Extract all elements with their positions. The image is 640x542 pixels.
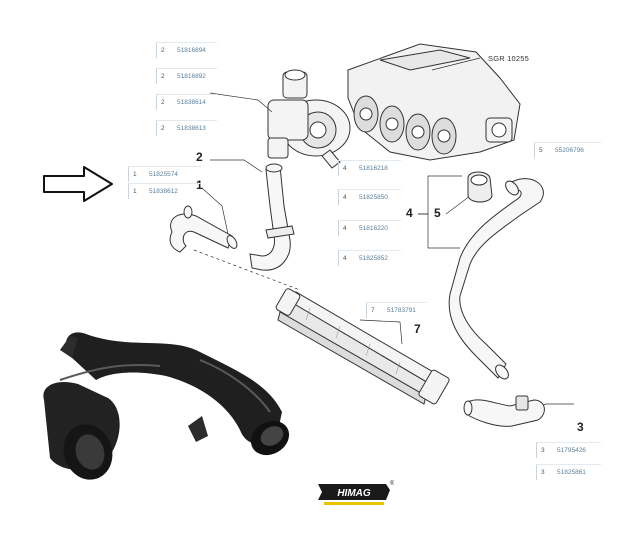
brand-logo: HIMAG ® <box>318 480 394 505</box>
clamp-5-drawing <box>467 171 493 203</box>
part-ref-row[interactable]: 5 55206796 <box>534 142 601 158</box>
part-qty: 3 <box>541 447 545 454</box>
part-qty: 2 <box>161 47 165 54</box>
part-number: 51816892 <box>177 73 206 80</box>
part-ref-row[interactable]: 1 51825574 <box>128 166 201 182</box>
part-ref-row[interactable]: 2 51838614 <box>156 94 217 110</box>
part-ref-row[interactable]: 7 51783791 <box>366 302 427 318</box>
part-qty: 7 <box>371 307 375 314</box>
hose-photo <box>43 332 290 480</box>
callout-1a: 1 <box>196 178 203 192</box>
part-number: 51816218 <box>359 165 388 172</box>
leader-lines <box>193 92 574 411</box>
part-qty: 1 <box>133 171 137 178</box>
engine-label: SGR 10255 <box>488 54 529 63</box>
part-qty: 4 <box>343 225 347 232</box>
part-qty: 4 <box>343 255 347 262</box>
part-number: 51825852 <box>359 255 388 262</box>
part-number: 51838612 <box>149 188 178 195</box>
part-number: 51838613 <box>177 125 206 132</box>
hose-1-drawing <box>169 205 238 253</box>
part-number: 51825861 <box>557 469 586 476</box>
part-ref-row[interactable]: 2 51816892 <box>156 68 217 84</box>
part-qty: 5 <box>539 147 543 154</box>
part-number: 51795426 <box>557 447 586 454</box>
part-ref-row[interactable]: 4 51825850 <box>338 189 401 205</box>
callout-2: 2 <box>196 150 203 164</box>
callout-4: 4 <box>406 206 413 220</box>
part-qty: 2 <box>161 99 165 106</box>
part-ref-row[interactable]: 2 51816894 <box>156 42 217 58</box>
turbocharger-drawing <box>267 69 351 169</box>
intercooler-drawing <box>275 288 450 405</box>
part-number: 51816220 <box>359 225 388 232</box>
hose-3-drawing <box>463 395 545 427</box>
callout-5: 5 <box>434 206 441 220</box>
part-number: 51825574 <box>149 171 178 178</box>
part-number: 51825850 <box>359 194 388 201</box>
registered-mark: ® <box>390 480 394 487</box>
part-ref-row[interactable]: 3 51795426 <box>536 442 601 458</box>
intake-manifold-drawing <box>347 43 521 161</box>
part-ref-row[interactable]: 4 51816218 <box>338 160 401 176</box>
hose-2-drawing <box>249 163 295 271</box>
part-qty: 4 <box>343 165 347 172</box>
part-number: 55206796 <box>555 147 584 154</box>
arrow-right-icon <box>43 166 113 202</box>
part-qty: 2 <box>161 125 165 132</box>
part-qty: 3 <box>541 469 545 476</box>
part-ref-row[interactable]: 4 51825852 <box>338 250 401 266</box>
brand-name: HIMAG <box>337 488 371 499</box>
part-qty: 1 <box>133 188 137 195</box>
part-number: 51783791 <box>387 307 416 314</box>
part-number: 51838614 <box>177 99 206 106</box>
callout-7: 7 <box>414 322 421 336</box>
pipe-4-drawing <box>448 178 544 380</box>
part-ref-row[interactable]: 4 51816220 <box>338 220 401 236</box>
callout-3: 3 <box>577 420 584 434</box>
part-number: 51816894 <box>177 47 206 54</box>
part-ref-row[interactable]: 1 51838612 <box>128 183 201 199</box>
part-qty: 4 <box>343 194 347 201</box>
part-qty: 2 <box>161 73 165 80</box>
part-ref-row[interactable]: 3 51825861 <box>536 464 601 480</box>
part-ref-row[interactable]: 2 51838613 <box>156 120 217 136</box>
